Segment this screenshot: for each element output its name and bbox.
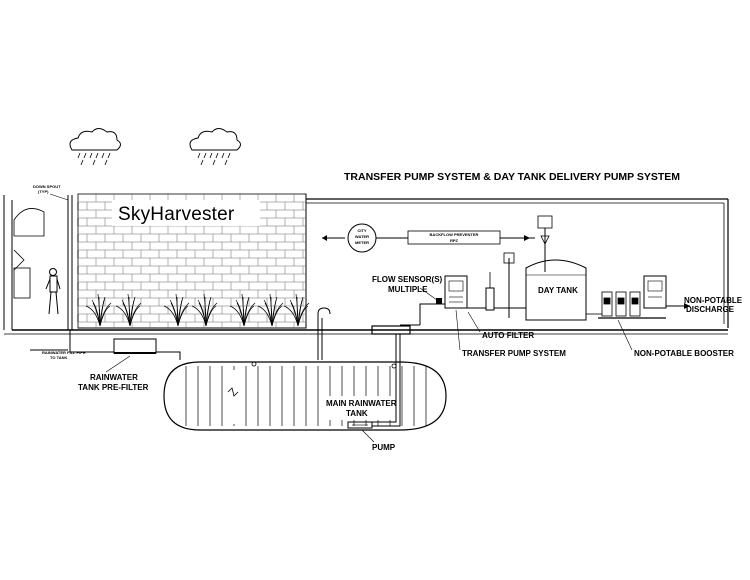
pre-filter-label: RAINWATER: [90, 373, 138, 382]
building-outline: [4, 194, 729, 335]
booster-control-cabinet: [643, 275, 667, 309]
booster-pump-units: [586, 291, 666, 319]
main-rainwater-tank: [163, 361, 447, 431]
pump-label: PUMP: [372, 443, 396, 452]
non-potable-discharge-label: NON-POTABLE: [684, 296, 743, 305]
main-tank-label: MAIN RAINWATER: [326, 399, 397, 408]
pre-filter-sublabel: TANK PRE-FILTER: [78, 383, 149, 392]
rain-cloud-right-icon: [189, 128, 241, 166]
svg-text:DAY TANK: DAY TANK: [538, 286, 578, 295]
fill-valve: [537, 215, 553, 272]
transfer-pump-cabinet: [444, 275, 468, 309]
auto-filter-label: AUTO FILTER: [482, 331, 534, 340]
down-spout-label: DOWN SPOUT: [33, 184, 61, 189]
fill-pipe: [30, 330, 181, 360]
backflow-preventer: BACKFLOW PREVENTER RPZ: [407, 230, 501, 245]
city-water-meter: CITY WATER METER: [322, 223, 377, 253]
flow-sensor-icon: [419, 287, 442, 304]
flow-sensor-sublabel: MULTIPLE: [388, 285, 428, 294]
svg-text:WATER: WATER: [355, 234, 369, 239]
non-potable-discharge-sublabel: DISCHARGE: [686, 305, 735, 314]
svg-text:BACKFLOW PREVENTER: BACKFLOW PREVENTER: [430, 232, 479, 237]
down-spout-pipe: [67, 195, 73, 330]
diagram-title: TRANSFER PUMP SYSTEM & DAY TANK DELIVERY…: [344, 171, 680, 183]
submersible-pump-icon: [347, 334, 401, 429]
svg-text:CITY: CITY: [357, 228, 366, 233]
plants-row: [85, 293, 310, 327]
flow-sensor-label: FLOW SENSOR(S): [372, 275, 443, 284]
person-figure-icon: [45, 268, 61, 315]
non-potable-booster-label: NON-POTABLE BOOSTER: [634, 349, 734, 358]
typ-label: (TYP): [38, 189, 49, 194]
transfer-piping: [400, 303, 526, 326]
tank-manhole: [371, 325, 411, 335]
rain-cloud-left-icon: [69, 128, 121, 166]
svg-text:RPZ: RPZ: [450, 238, 459, 243]
day-tank: DAY TANK: [525, 259, 587, 321]
auto-filter: [485, 272, 495, 311]
vent-pipe: [317, 307, 331, 360]
transfer-pump-system-label: TRANSFER PUMP SYSTEM: [462, 349, 566, 358]
fill-pipe-label: RAINWATER FILL PIPE: [42, 350, 86, 355]
fill-pipe-sublabel: TO TANK: [50, 355, 68, 360]
building-left-wall: [3, 195, 45, 330]
svg-text:METER: METER: [355, 240, 369, 245]
brand-backdrop: [112, 200, 260, 226]
tank-label-backdrop: [324, 396, 392, 420]
brand-name: SkyHarvester: [118, 204, 235, 225]
tank-pre-filter: [113, 338, 157, 354]
main-tank-sublabel: TANK: [346, 409, 368, 418]
